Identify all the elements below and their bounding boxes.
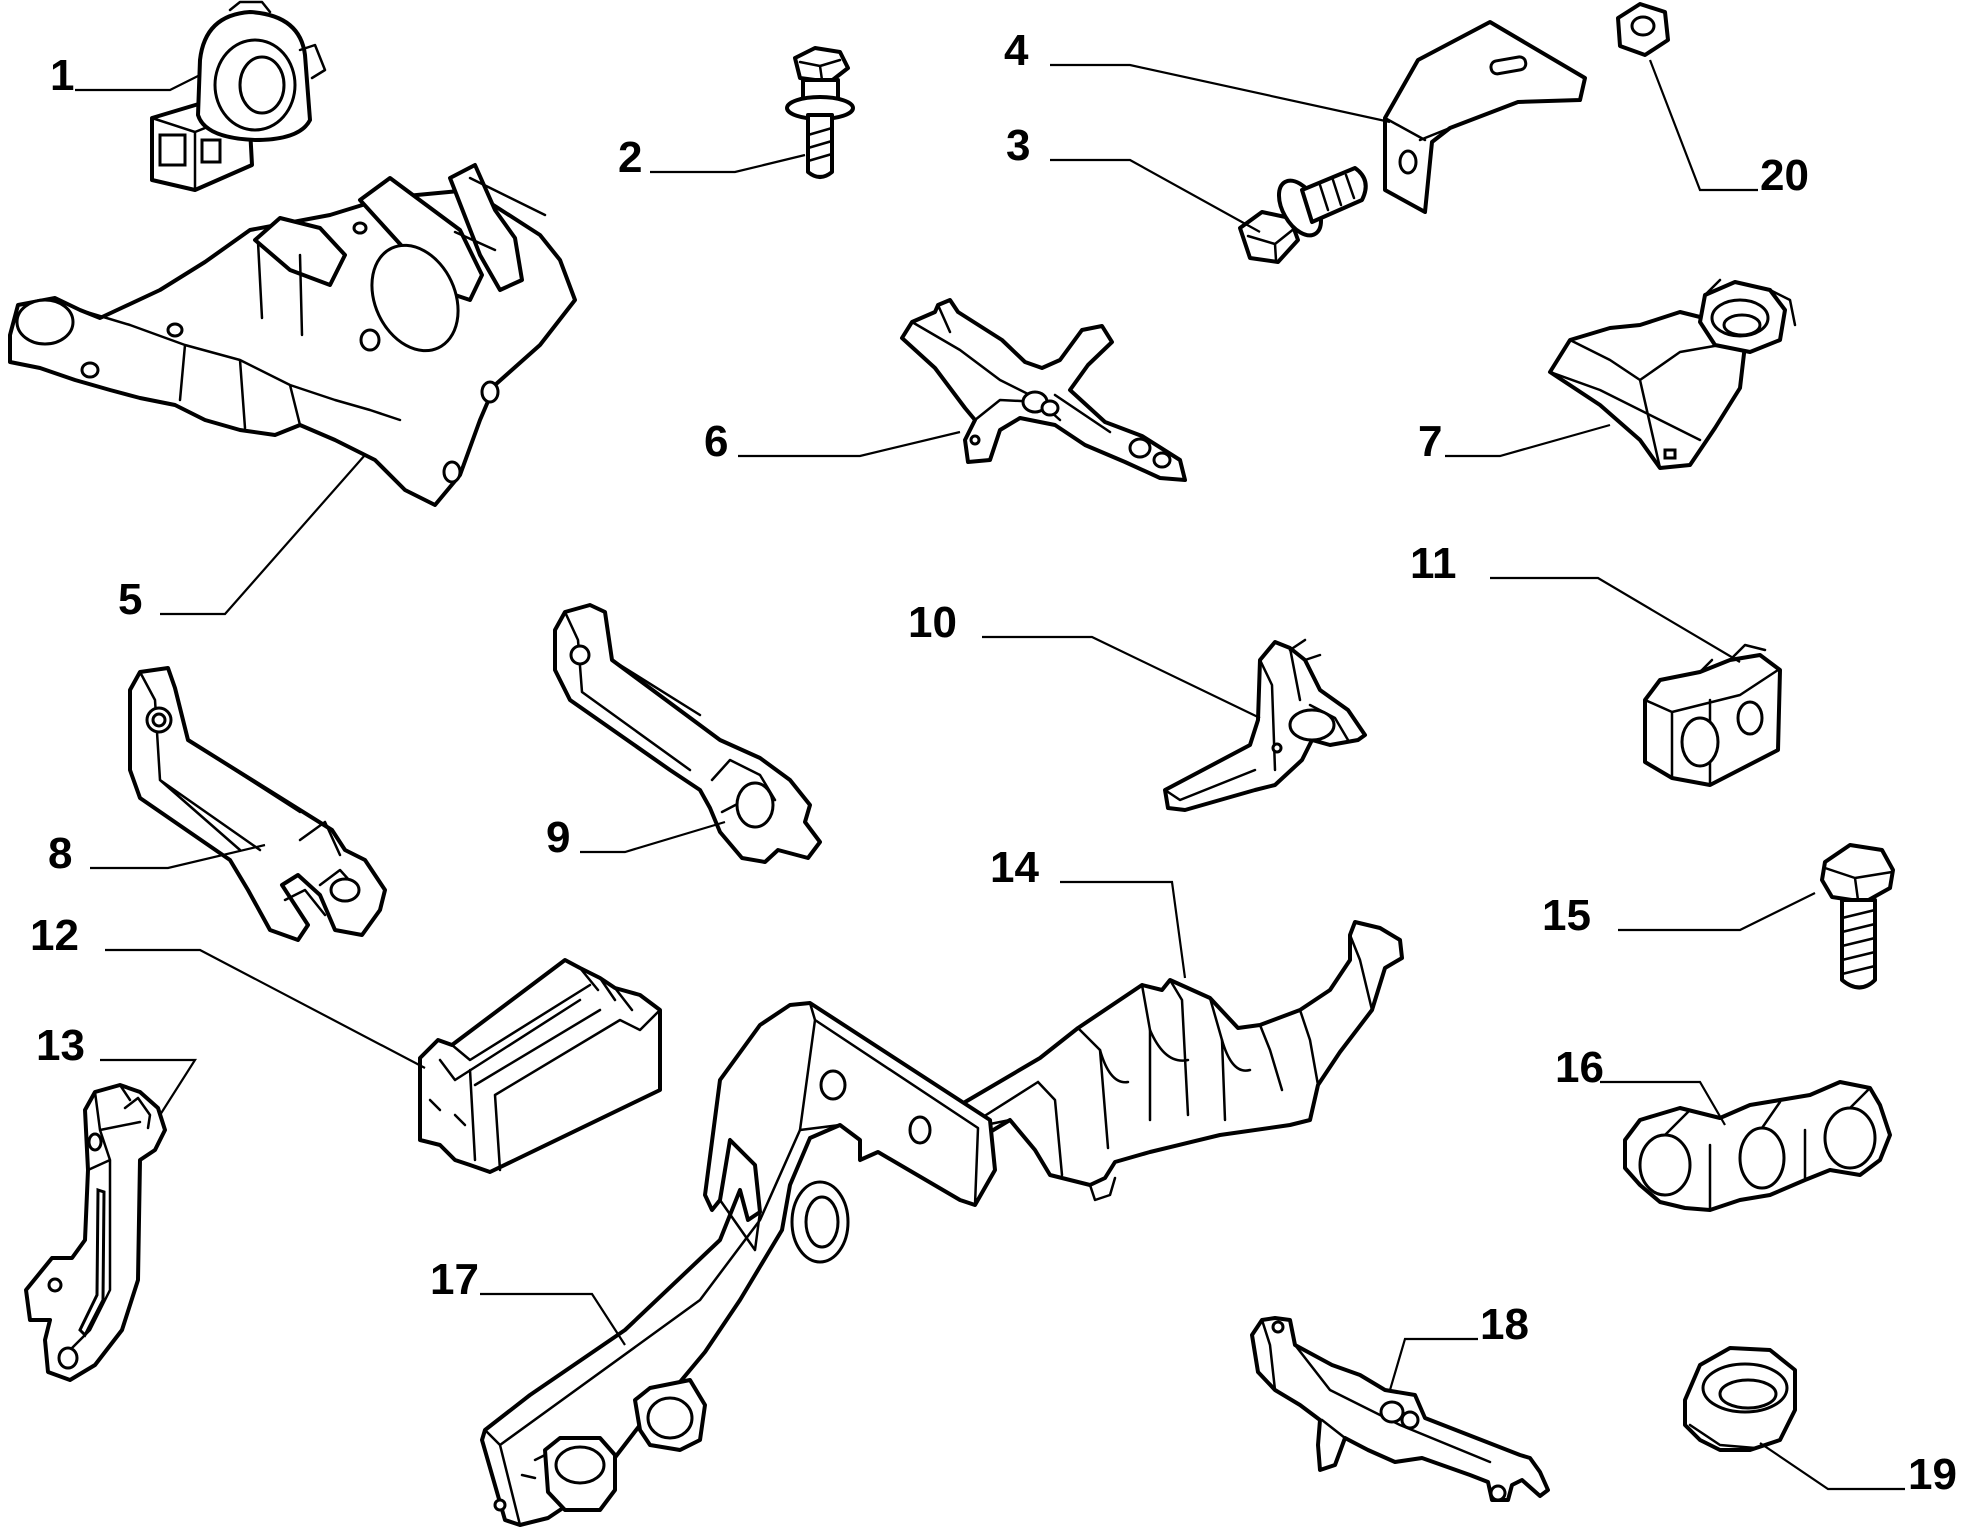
callout-5: 5 xyxy=(118,575,142,624)
part-8-drawing xyxy=(128,666,387,942)
callout-6: 6 xyxy=(704,417,728,466)
callout-20: 20 xyxy=(1760,151,1809,200)
callout-19: 19 xyxy=(1908,1450,1957,1499)
part-18-drawing xyxy=(1250,1316,1550,1502)
leader-lines xyxy=(75,59,1905,1491)
callout-13: 13 xyxy=(36,1021,85,1070)
part-1-drawing xyxy=(150,0,327,192)
part-5-drawing xyxy=(8,163,577,507)
callout-numbers: 1 2 3 4 5 6 7 8 9 10 11 12 13 14 15 16 1… xyxy=(30,26,1957,1499)
part-10-drawing xyxy=(1163,638,1367,812)
callout-2: 2 xyxy=(618,133,642,182)
part-13-drawing xyxy=(24,1083,167,1382)
callout-1: 1 xyxy=(50,51,74,100)
part-20-drawing xyxy=(1616,2,1670,57)
callout-15: 15 xyxy=(1542,891,1591,940)
callout-7: 7 xyxy=(1418,417,1442,466)
callout-14: 14 xyxy=(990,843,1039,892)
part-9-drawing xyxy=(553,603,822,864)
part-17-drawing xyxy=(480,1001,997,1527)
part-7-drawing xyxy=(1548,278,1797,470)
callout-9: 9 xyxy=(546,813,570,862)
part-19-drawing xyxy=(1683,1346,1797,1452)
part-14-drawing xyxy=(916,920,1404,1202)
part-2-drawing xyxy=(785,46,855,179)
part-6-drawing xyxy=(900,298,1187,482)
callout-8: 8 xyxy=(48,829,72,878)
part-11-drawing xyxy=(1643,643,1782,787)
callout-16: 16 xyxy=(1555,1043,1604,1092)
callout-10: 10 xyxy=(908,598,957,647)
callout-17: 17 xyxy=(430,1255,479,1304)
callout-11: 11 xyxy=(1410,539,1457,588)
callout-4: 4 xyxy=(1004,26,1029,75)
part-15-drawing xyxy=(1820,843,1895,990)
callout-18: 18 xyxy=(1480,1300,1529,1349)
part-12-drawing xyxy=(418,958,662,1174)
part-16-drawing xyxy=(1623,1080,1892,1212)
part-3-drawing xyxy=(1238,166,1368,264)
callout-12: 12 xyxy=(30,911,79,960)
part-4-drawing xyxy=(1383,20,1587,214)
callout-3: 3 xyxy=(1006,121,1030,170)
